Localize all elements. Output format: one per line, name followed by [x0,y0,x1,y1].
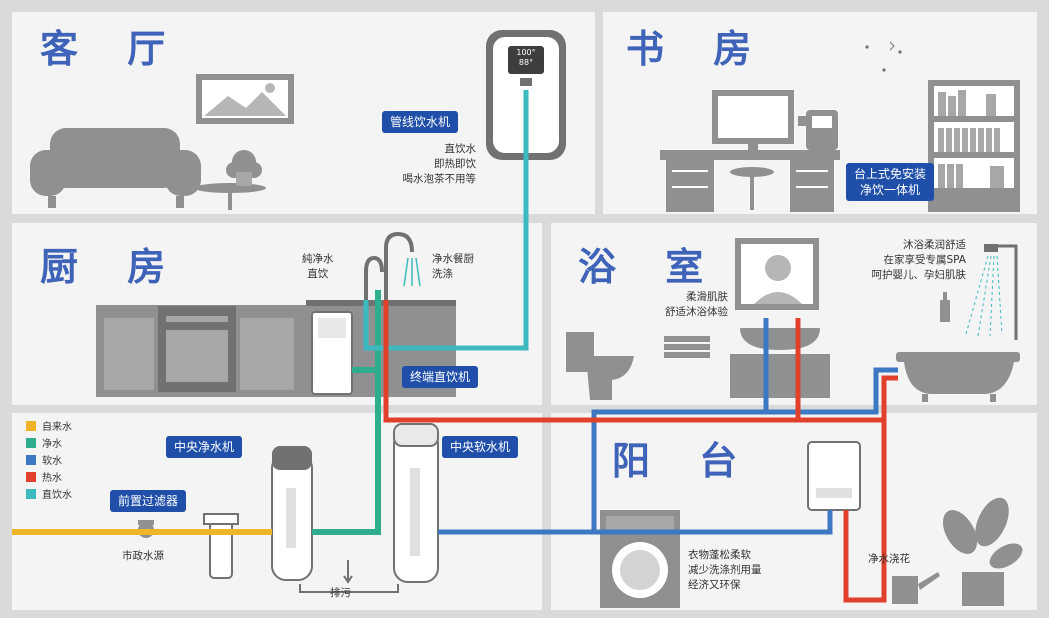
room-title-kitchen: 厨 房 [40,245,184,289]
kitchen-cabinets-icon [96,300,456,397]
washing-machine-icon [600,510,680,608]
side-table-with-plant-icon [194,150,266,210]
sink-vanity-icon [730,328,830,398]
note-plants: 净水浇花 [868,553,910,565]
water-stream-icon [403,257,421,287]
note-kitchen-right: 净水餐厨 洗涤 [432,253,474,280]
legend-item-drinking: 直饮水 [26,485,72,502]
soft-water-pipe [438,318,898,535]
bathtub-icon [896,352,1020,402]
note-bath-right: 沐浴柔润舒适 在家享受专属SPA 呵护婴儿、孕妇肌肤 [871,239,967,281]
legend-item-tap: 自来水 [26,417,72,434]
legend-swatch [26,454,36,465]
desktop-unit-icon [798,110,838,150]
purified-water-pipe [312,290,381,535]
legend-label: 净水 [42,439,62,450]
room-title-study: 书 房 [626,27,770,71]
faucets-icon [364,231,414,300]
mirror-portrait-icon [735,238,819,310]
tag-pre-filter: 前置过滤器 [110,490,187,512]
note-municipal: 市政水源 [122,550,164,562]
lotion-bottle-icon [940,292,950,322]
legend-swatch [26,437,36,448]
wall-picture-icon [196,74,294,124]
note-drain: 排污 [330,587,351,599]
legend-swatch [26,471,36,482]
tag-pipeline-dispenser: 管线饮水机 [382,111,459,133]
central-softener-icon [393,423,439,583]
legend-item-hot: 热水 [26,468,72,485]
pre-filter-icon [203,513,239,579]
tag-terminal-dispenser: 终端直饮机 [402,366,479,388]
note-laundry: 衣物蓬松柔软 减少洗涤剂用量 经济又环保 [688,549,762,591]
tag-central-softener: 中央软水机 [442,436,519,458]
legend-label: 软水 [42,456,62,467]
legend-swatch [26,420,36,431]
potted-plant-icon [942,497,1023,606]
dispenser-screen-readout: 100° 88° [516,48,536,67]
central-purifier-icon [271,446,313,581]
legend-item-purified: 净水 [26,434,72,451]
towels-icon [664,336,710,358]
legend-item-soft: 软水 [26,451,72,468]
tag-desktop-unit: 台上式免安装 净饮一体机 [846,163,935,201]
stars-decoration-icon [865,41,902,72]
drinking-water-pipe [363,90,529,351]
room-title-living: 客 厅 [40,27,184,71]
pipe-legend: 自来水 净水 软水 热水 直饮水 [26,417,72,502]
note-living: 直饮水 即热即饮 喝水泡茶不用等 [402,143,477,185]
legend-label: 热水 [42,473,62,484]
desk-with-computer-icon [660,90,840,212]
watering-can-icon [892,572,940,604]
shower-head-icon [965,244,1018,340]
tag-central-purifier: 中央净水机 [166,436,243,458]
legend-swatch [26,488,36,499]
legend-label: 直饮水 [42,490,72,501]
room-title-bathroom: 浴 室 [578,245,722,289]
sofa-icon [30,128,201,208]
water-heater-icon [807,441,861,511]
drain-arrow-icon [299,560,399,593]
hot-water-pipe [383,300,898,603]
note-kitchen-left: 純净水 直饮 [302,253,334,280]
bookshelf-icon [928,80,1020,212]
legend-label: 自来水 [42,422,72,433]
room-title-balcony: 阳 台 [612,439,756,483]
note-bath-left: 柔滑肌肤 舒适沐浴体验 [665,291,728,318]
toilet-icon [566,332,634,400]
terminal-dispenser-icon [311,311,353,395]
